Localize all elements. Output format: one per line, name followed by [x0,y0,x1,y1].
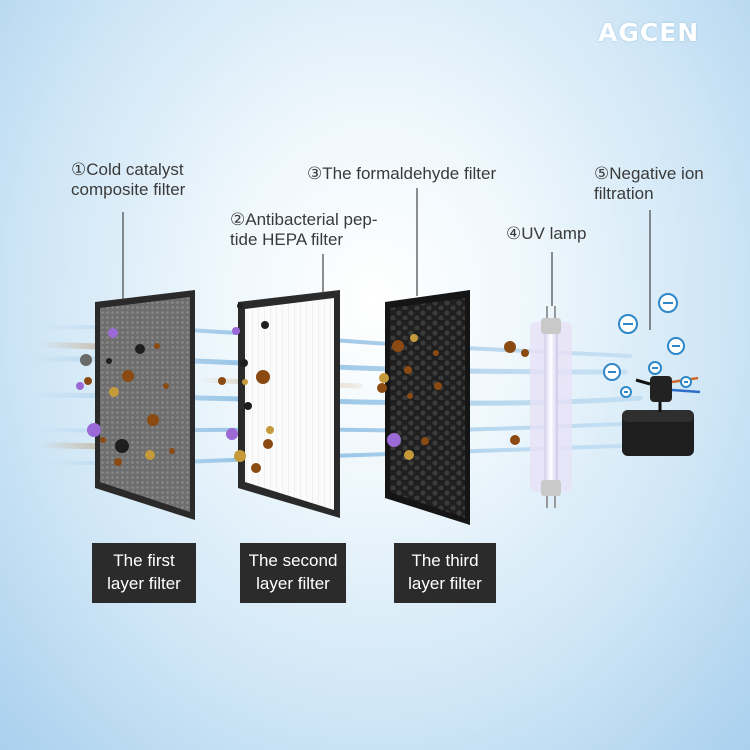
brand-logo: AGCEN [598,18,700,47]
negative-ion-icon [603,293,692,398]
caption-line-2: layer filter [256,574,330,593]
caption-line-1: The first [113,551,175,570]
caption-line-1: The second [248,551,338,570]
ion-generator-icon [622,376,701,456]
caption-line-1: The third [411,551,479,570]
uv-lamp-icon [530,306,572,508]
label-line: ⑤Negative ion filtration [594,164,704,203]
stage-label-1: ①Cold catalyst composite filter [71,160,185,200]
caption-line-2: layer filter [107,574,181,593]
stage-label-5: ⑤Negative ion filtration [594,164,704,204]
label-line: ①Cold catalyst composite filter [71,160,186,199]
third-filter-panel [385,290,470,525]
stage-label-2: ②Antibacterial pep- tide HEPA filter [230,210,378,250]
second-filter-panel [238,290,340,518]
pollutant-particles [76,303,529,473]
stage-label-4: ④UV lamp [506,224,587,243]
first-filter-panel [95,290,195,520]
stage-label-3: ③The formaldehyde filter [307,164,497,183]
third-layer-caption: The third layer filter [394,543,496,603]
first-layer-caption: The first layer filter [92,543,196,603]
caption-line-2: layer filter [408,574,482,593]
label-line: ②Antibacterial pep- tide HEPA filter [230,210,378,249]
second-layer-caption: The second layer filter [240,543,346,603]
